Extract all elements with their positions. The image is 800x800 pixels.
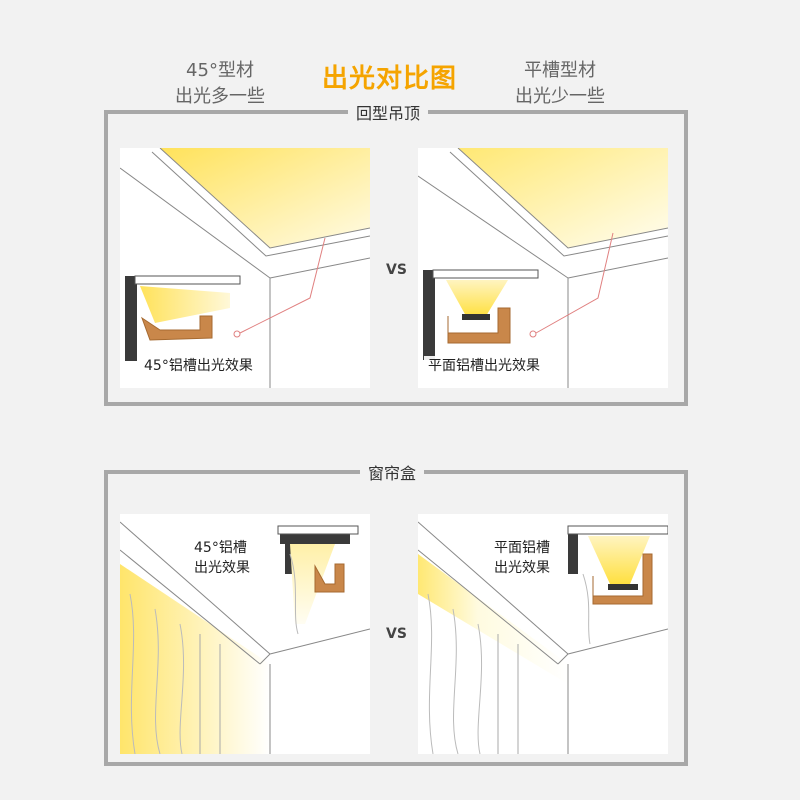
left-profile-header: 45°型材 出光多一些 [160, 58, 280, 110]
section-label-ceiling: 回型吊顶 [348, 100, 429, 124]
ceiling-45-panel [120, 148, 370, 388]
curtain-45-caption: 45°铝槽 出光效果 [190, 538, 254, 578]
ceiling-flat-illustration [418, 148, 668, 388]
ceiling-flat-caption: 平面铝槽出光效果 [424, 356, 544, 376]
curtain-45-caption-line1: 45°铝槽 [194, 540, 247, 556]
vs-label-ceiling: VS [386, 262, 407, 278]
left-profile-title: 45°型材 [186, 60, 254, 81]
right-profile-subtitle: 出光少一些 [515, 86, 605, 107]
curtain-flat-caption-line1: 平面铝槽 [494, 540, 550, 556]
ceiling-flat-panel [418, 148, 668, 388]
curtain-45-illustration [120, 521, 370, 754]
curtain-45-caption-line2: 出光效果 [194, 560, 250, 576]
curtain-flat-caption: 平面铝槽 出光效果 [490, 538, 554, 578]
ceiling-45-caption: 45°铝槽出光效果 [140, 356, 257, 376]
ceiling-45-illustration [120, 148, 370, 388]
left-profile-subtitle: 出光多一些 [175, 86, 265, 107]
right-profile-title: 平槽型材 [524, 60, 596, 81]
curtain-flat-caption-line2: 出光效果 [494, 560, 550, 576]
right-profile-header: 平槽型材 出光少一些 [500, 58, 620, 110]
curtain-45-panel [120, 514, 370, 754]
section-label-curtain: 窗帘盒 [360, 460, 425, 484]
curtain-flat-illustration [418, 521, 668, 754]
vs-label-curtain: VS [386, 626, 407, 642]
page-title: 出光对比图 [322, 64, 458, 94]
